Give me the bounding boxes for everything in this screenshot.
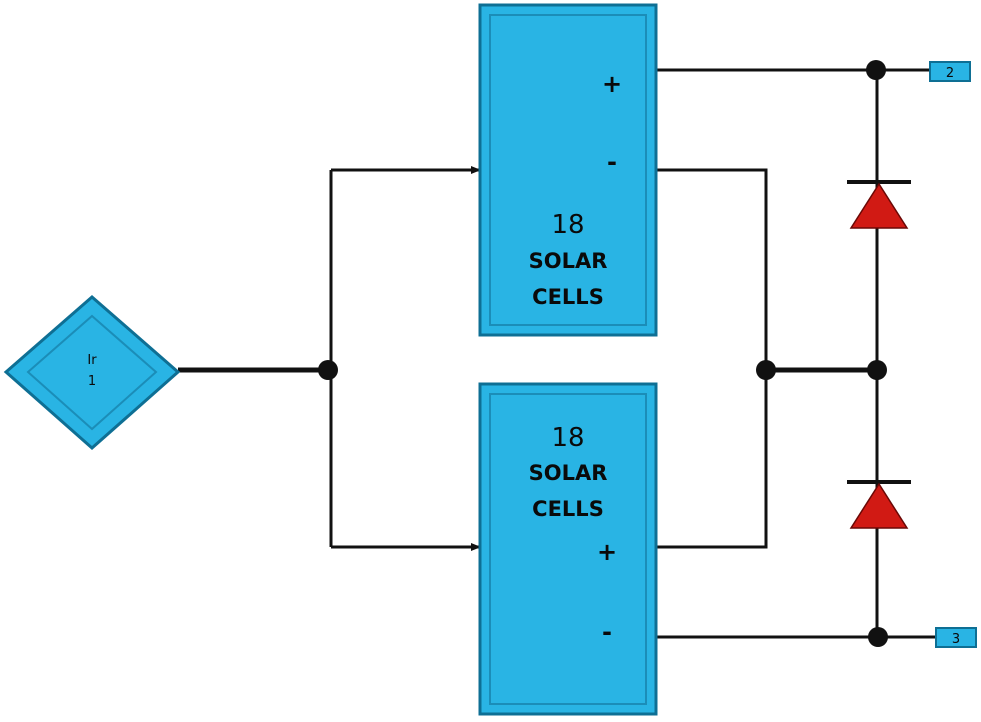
bottom-module-minus-terminal: - (602, 618, 612, 646)
top-module-line1: SOLAR (529, 249, 608, 273)
junction-dot-bottom (868, 627, 888, 647)
output-port-3[interactable]: 3 (935, 627, 977, 648)
bottom-module-line2: CELLS (532, 497, 604, 521)
solar-module-top[interactable]: + - 18 SOLAR CELLS (478, 3, 658, 337)
output-port-2[interactable]: 2 (929, 61, 971, 82)
port-2-label: 2 (946, 66, 954, 81)
wire-bottom-plus (656, 370, 768, 549)
diode-top (847, 180, 911, 229)
junction-dot-middle (756, 360, 776, 380)
wire-top-minus (656, 168, 768, 370)
top-module-count: 18 (551, 210, 584, 240)
solar-module-bottom[interactable]: 18 SOLAR CELLS + - (478, 382, 658, 716)
junctions (318, 60, 888, 647)
bottom-module-line1: SOLAR (529, 461, 608, 485)
source-label-line2: 1 (88, 374, 96, 389)
diode-bottom (847, 480, 911, 529)
bottom-module-count: 18 (551, 423, 584, 453)
source-label-line1: Ir (87, 353, 97, 368)
top-module-line2: CELLS (532, 285, 604, 309)
junction-dot-left (318, 360, 338, 380)
irradiance-source[interactable]: Ir 1 (3, 295, 181, 451)
junction-dot-right (867, 360, 887, 380)
top-module-plus-terminal: + (602, 70, 622, 98)
port-3-label: 3 (952, 632, 960, 647)
top-module-minus-terminal: - (607, 148, 617, 176)
junction-dot-top (866, 60, 886, 80)
bottom-module-plus-terminal: + (597, 538, 617, 566)
